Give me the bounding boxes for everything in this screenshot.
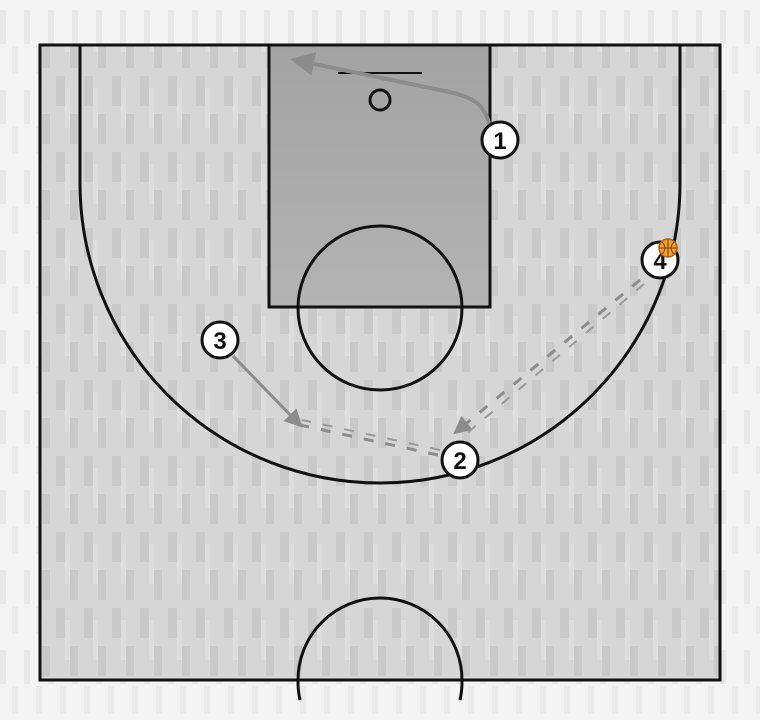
screen-path-player-2-line1 <box>299 423 439 457</box>
player-2[interactable]: 2 <box>440 440 480 480</box>
pass-arrow-player-4-line2 <box>465 283 645 435</box>
player-3-label: 3 <box>213 328 226 355</box>
player-1[interactable]: 1 <box>480 120 520 160</box>
player-2-marker <box>440 440 480 480</box>
free-throw-circle <box>296 224 464 392</box>
player-3[interactable]: 3 <box>200 320 240 360</box>
player-4[interactable]: 4 <box>640 238 680 280</box>
cut-arrow-player-3 <box>231 354 303 428</box>
player-2-label: 2 <box>453 448 466 475</box>
court-boundary <box>38 43 722 682</box>
basketball-icon <box>658 238 678 258</box>
player-1-label: 1 <box>493 128 506 155</box>
center-circle-lower-left <box>296 679 302 701</box>
cut-arrow-player-1 <box>290 52 492 129</box>
center-circle <box>296 596 464 681</box>
paint-key <box>267 43 492 309</box>
screen-path-player-2-line2 <box>301 419 441 451</box>
three-point-line <box>78 45 682 485</box>
player-1-marker <box>480 120 520 160</box>
pass-arrow-player-4-line1 <box>453 278 641 435</box>
rim <box>368 88 392 112</box>
center-circle-lower-right <box>458 679 464 701</box>
player-3-marker <box>200 320 240 360</box>
